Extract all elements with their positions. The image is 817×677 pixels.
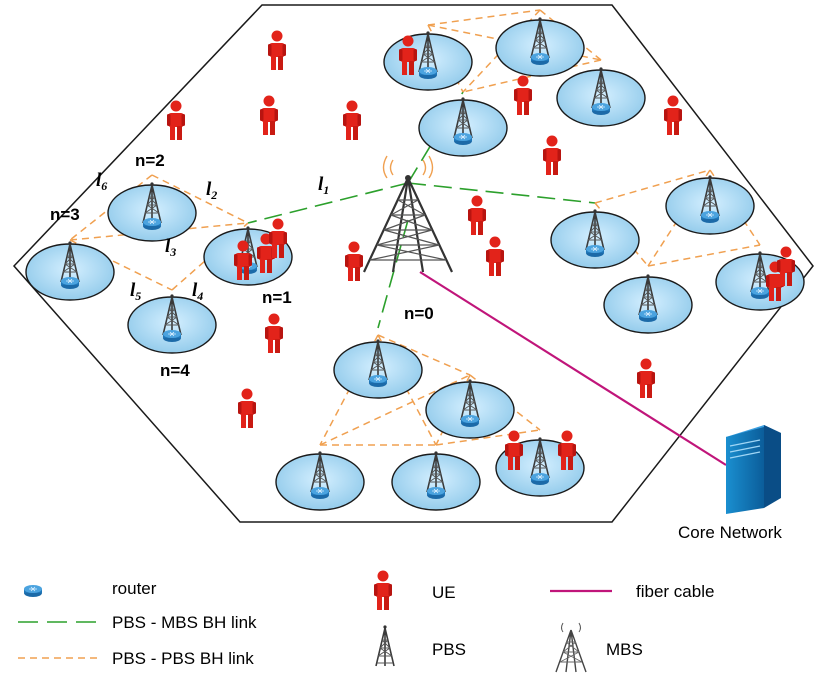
coverage-hexagon (12, 4, 814, 523)
pbs-cell (666, 175, 754, 234)
ue-icon (486, 236, 504, 276)
core-network-label: Core Network (678, 523, 782, 542)
pbs-cell (334, 339, 422, 398)
legend-router-icon (23, 584, 43, 598)
pbs-cell-n3 (26, 241, 114, 300)
legend: router PBS - MBS BH link PBS - PBS BH li… (18, 570, 714, 673)
ue-icon (543, 135, 561, 175)
pbs-cell (392, 451, 480, 510)
ue-icon (514, 75, 532, 115)
ue-icon (343, 100, 361, 140)
link-label-l5: l5 (130, 280, 141, 303)
link-label-l6: l6 (96, 170, 107, 193)
pbs-cell (426, 379, 514, 438)
pbs-cell (276, 451, 364, 510)
legend-ue-icon (374, 570, 392, 610)
pbs-cells (26, 17, 804, 510)
pbs-cell (419, 97, 507, 156)
pbs-cell (551, 209, 639, 268)
pbs-cell (496, 17, 584, 76)
legend-ue-label: UE (432, 583, 456, 602)
legend-mbs-icon (555, 622, 587, 673)
legend-pbs-icon (375, 624, 395, 667)
ue-icon (345, 241, 363, 281)
pbs-cell (604, 274, 692, 333)
ue-icon (260, 95, 278, 135)
node-label-n2: n=2 (135, 151, 165, 170)
legend-router-label: router (112, 579, 157, 598)
legend-mbs-label: MBS (606, 640, 643, 659)
link-label-l3: l3 (165, 236, 176, 259)
core-network-server-icon (726, 425, 781, 514)
pbs-cell-n4 (128, 294, 216, 353)
mbs-tower-icon (363, 155, 453, 273)
node-label-n1: n=1 (262, 288, 292, 307)
ue-icon (265, 313, 283, 353)
node-label-n3: n=3 (50, 205, 80, 224)
legend-pbs-pbs-label: PBS - PBS BH link (112, 649, 254, 668)
node-label-n0: n=0 (404, 304, 434, 323)
pbs-cell (557, 67, 645, 126)
ue-icon (268, 30, 286, 70)
pbs-cell (384, 31, 472, 90)
link-label-l2: l2 (206, 179, 217, 202)
node-label-n4: n=4 (160, 361, 190, 380)
legend-pbs-mbs-label: PBS - MBS BH link (112, 613, 257, 632)
fiber-cable-link (419, 271, 727, 466)
link-label-l4: l4 (192, 280, 203, 303)
ue-icon (664, 95, 682, 135)
pbs-cell-n2 (108, 182, 196, 241)
legend-pbs-label: PBS (432, 640, 466, 659)
link-label-l1: l1 (318, 174, 329, 197)
legend-fiber-label: fiber cable (636, 582, 714, 601)
ue-icon (637, 358, 655, 398)
ue-icon (468, 195, 486, 235)
ue-icon (238, 388, 256, 428)
ue-icon (167, 100, 185, 140)
